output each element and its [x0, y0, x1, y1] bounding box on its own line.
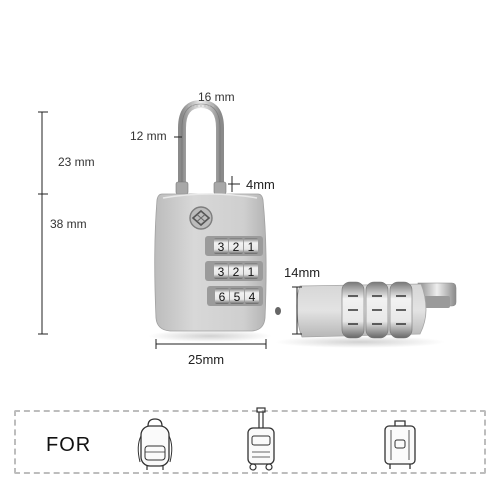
front-lock-shackle — [178, 99, 224, 192]
side-lock-dials — [341, 281, 413, 339]
shackle-inner-width-label: 12 mm — [130, 129, 167, 143]
dial-digit: 6 — [219, 290, 226, 304]
dial-digit: 2 — [233, 265, 240, 279]
shackle-width-label: 16 mm — [198, 90, 235, 104]
usage-strip: FOR — [14, 407, 486, 474]
side-lock — [275, 281, 457, 339]
body-depth-label: 14mm — [284, 265, 321, 280]
shackle-height-label: 23 mm — [58, 155, 95, 169]
dial-digit: 3 — [218, 265, 225, 279]
dial-digit: 1 — [248, 265, 255, 279]
dial-digit: 1 — [248, 240, 255, 254]
dial-digit: 2 — [233, 240, 240, 254]
suitcase-icon — [384, 420, 416, 469]
dimension-lines — [38, 105, 302, 349]
side-lock-shadow — [275, 336, 445, 348]
tsa-emblem-icon — [189, 206, 213, 230]
product-diagram: 3 2 1 3 2 1 6 5 4 — [38, 99, 457, 349]
dial-digit: 5 — [234, 290, 241, 304]
usage-label: FOR — [46, 434, 92, 456]
body-height-label: 38 mm — [50, 217, 87, 231]
dial-digit: 4 — [249, 290, 256, 304]
dial-digit: 3 — [218, 240, 225, 254]
front-lock-shadow — [148, 330, 272, 342]
dial-row-1[interactable]: 3 2 1 — [214, 238, 258, 254]
shackle-thickness-label: 4mm — [246, 177, 275, 192]
trolley-bag-icon — [247, 407, 275, 471]
dial-row-2[interactable]: 3 2 1 — [214, 263, 258, 279]
body-width-label: 25mm — [188, 352, 225, 367]
dial-row-3[interactable]: 6 5 4 — [215, 288, 259, 304]
backpack-icon — [137, 418, 173, 470]
